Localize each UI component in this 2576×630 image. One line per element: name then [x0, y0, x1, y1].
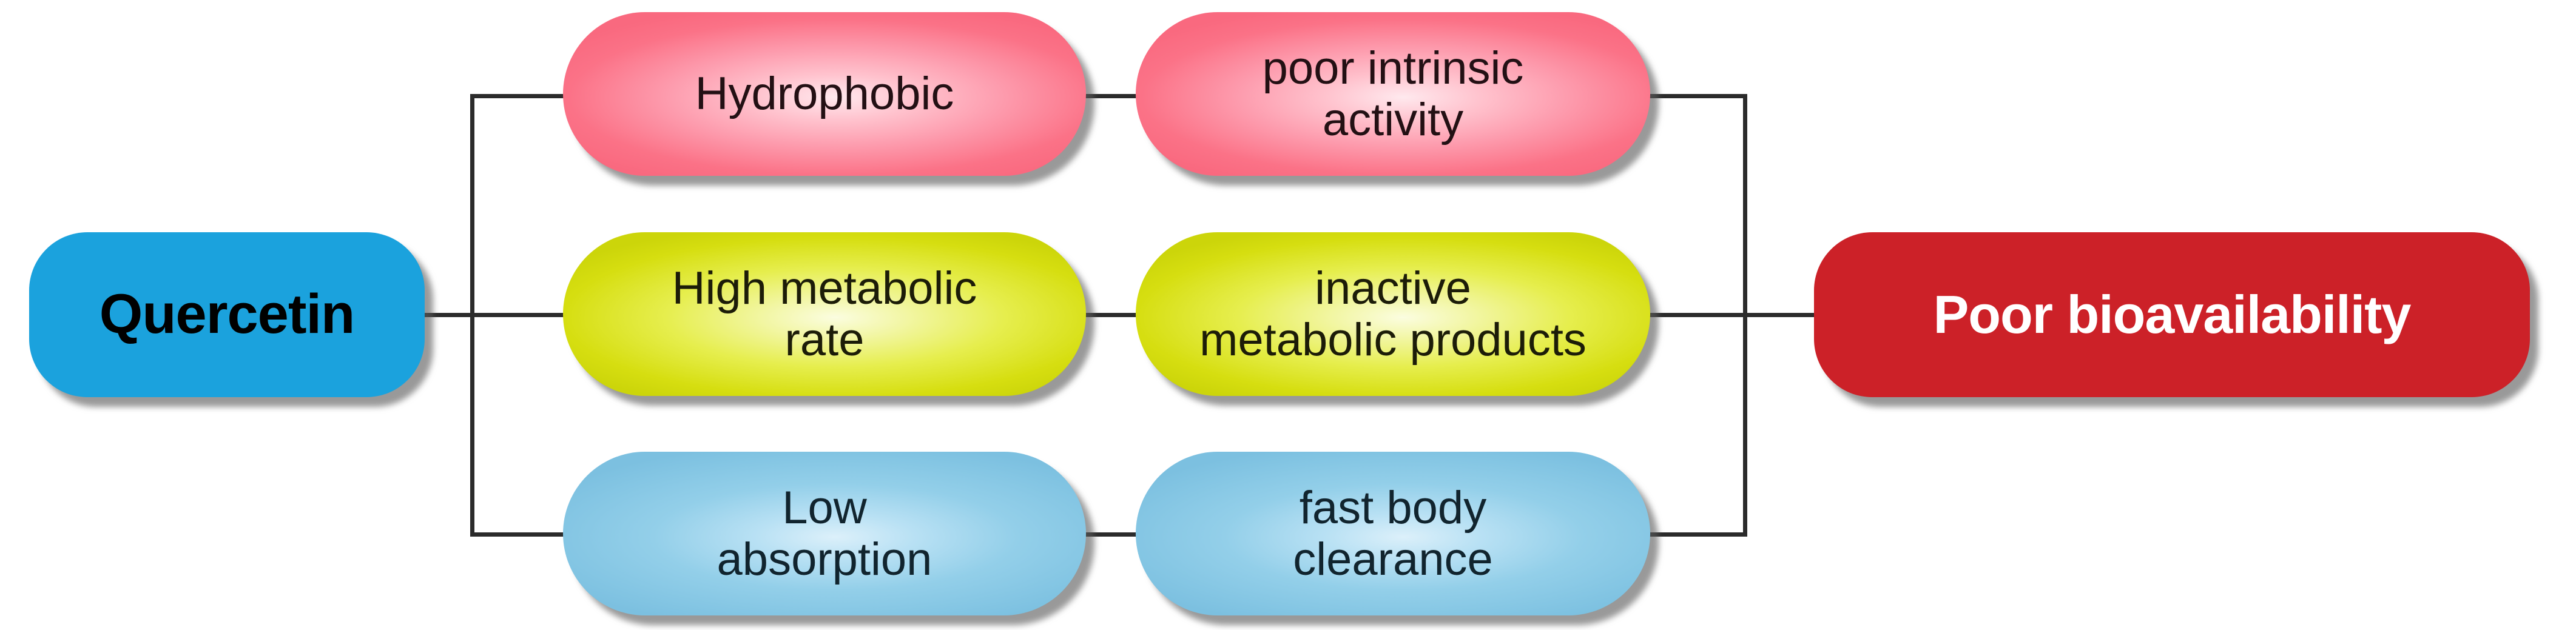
node-poor-bioavailability[interactable]: Poor bioavailability — [1814, 232, 2530, 397]
node-cause-high-metabolic-rate[interactable]: High metabolic rate — [563, 232, 1086, 396]
connector-right-row-3 — [1647, 532, 1747, 537]
connector-source-stub — [423, 313, 474, 317]
node-consequence-inactive-metabolic-products-label: inactive metabolic products — [1199, 262, 1586, 366]
node-cause-low-absorption-label: Low absorption — [716, 481, 932, 585]
node-cause-hydrophobic[interactable]: Hydrophobic — [563, 12, 1086, 176]
node-cause-hydrophobic-label: Hydrophobic — [695, 68, 954, 120]
connector-left-row-1 — [470, 94, 570, 98]
connector-left-row-3 — [470, 532, 570, 537]
node-consequence-fast-body-clearance-label: fast body clearance — [1293, 481, 1493, 585]
connector-mid-row-2 — [1080, 313, 1139, 317]
node-consequence-inactive-metabolic-products[interactable]: inactive metabolic products — [1136, 232, 1650, 396]
node-quercetin[interactable]: Quercetin — [29, 232, 425, 397]
connector-outcome-stub — [1743, 313, 1822, 317]
node-consequence-fast-body-clearance[interactable]: fast body clearance — [1136, 452, 1650, 615]
node-cause-low-absorption[interactable]: Low absorption — [563, 452, 1086, 615]
connector-right-row-1 — [1647, 94, 1747, 98]
connector-mid-row-1 — [1080, 94, 1139, 98]
node-consequence-poor-intrinsic-activity-label: poor intrinsic activity — [1262, 42, 1524, 146]
node-poor-bioavailability-label: Poor bioavailability — [1933, 284, 2412, 344]
node-consequence-poor-intrinsic-activity[interactable]: poor intrinsic activity — [1136, 12, 1650, 176]
connector-left-row-2 — [470, 313, 570, 317]
connector-right-row-2 — [1647, 313, 1747, 317]
node-quercetin-label: Quercetin — [99, 283, 355, 346]
node-cause-high-metabolic-rate-label: High metabolic rate — [672, 262, 977, 366]
connector-mid-row-3 — [1080, 532, 1139, 537]
